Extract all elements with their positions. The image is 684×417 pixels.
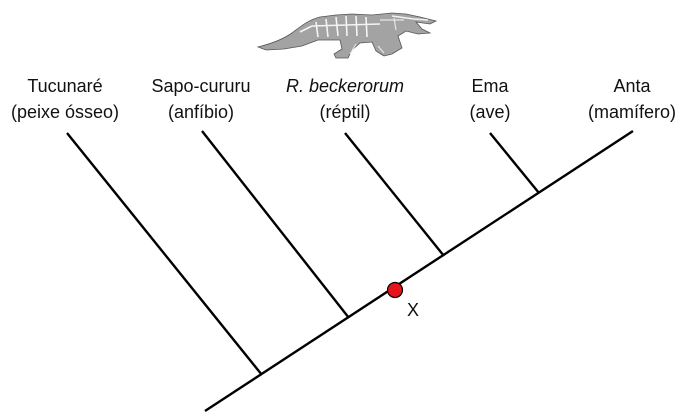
branch-tucunare xyxy=(66,132,263,376)
taxon-group: (ave) xyxy=(469,102,510,122)
taxon-name: Tucunaré xyxy=(27,76,102,96)
taxon-tucunare: Tucunaré (peixe ósseo) xyxy=(11,76,119,122)
taxon-group: (réptil) xyxy=(319,102,370,122)
taxon-r-beckerorum: R. beckerorum (réptil) xyxy=(286,76,404,122)
main-stem xyxy=(204,129,634,413)
taxon-sapo-cururu: Sapo-cururu (anfíbio) xyxy=(151,76,250,122)
branches xyxy=(66,129,634,413)
taxon-anta: Anta (mamífero) xyxy=(588,76,676,122)
branch-sapo-cururu xyxy=(201,130,350,319)
taxon-name: R. beckerorum xyxy=(286,76,404,96)
branch-r-beckerorum xyxy=(344,132,445,257)
node-marker-x xyxy=(386,281,404,299)
taxon-name: Anta xyxy=(613,76,651,96)
taxon-ema: Ema (ave) xyxy=(469,76,510,122)
branch-ema xyxy=(489,132,540,194)
taxon-name: Sapo-cururu xyxy=(151,76,250,96)
reptile-skeleton-icon xyxy=(256,12,438,59)
taxon-group: (anfíbio) xyxy=(168,102,234,122)
node-label-x: X xyxy=(407,300,419,320)
taxon-group: (mamífero) xyxy=(588,102,676,122)
taxon-name: Ema xyxy=(471,76,509,96)
taxon-group: (peixe ósseo) xyxy=(11,102,119,122)
